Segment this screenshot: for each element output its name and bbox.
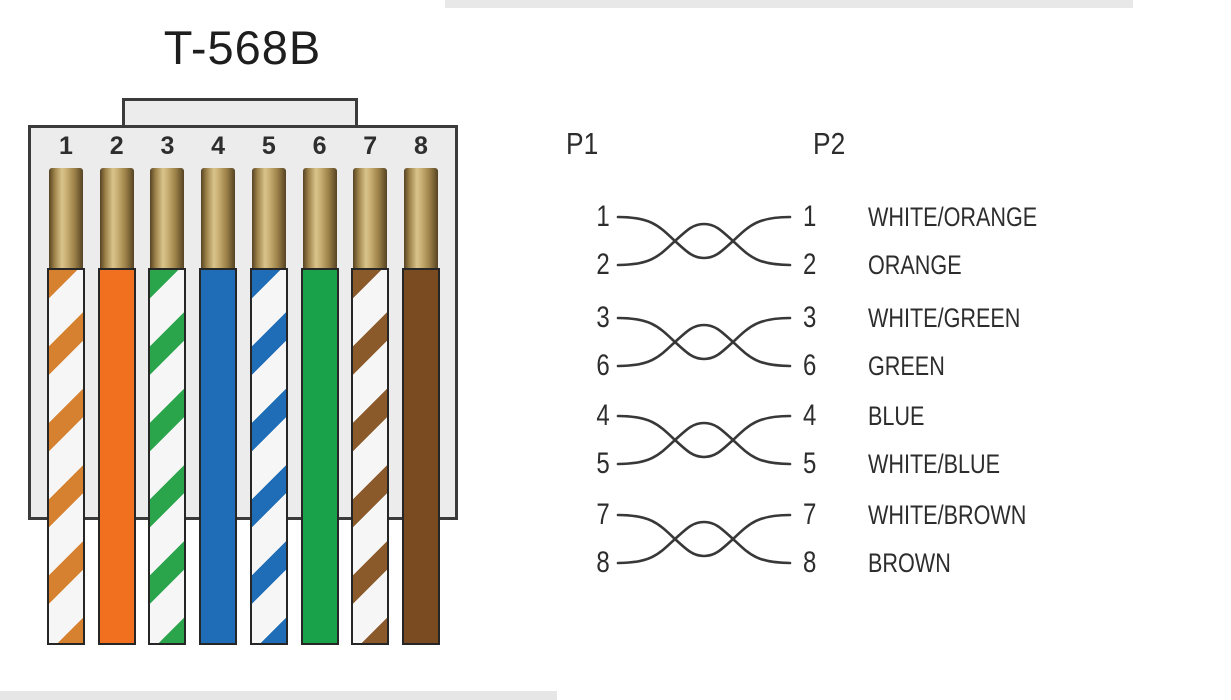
pin-wire xyxy=(249,268,288,645)
p1-header-label: P1 xyxy=(566,126,599,161)
p1-header: P1 xyxy=(566,126,604,162)
pin-wire xyxy=(199,268,238,645)
wire-color-label: BLUE xyxy=(868,401,925,431)
pin-gold-contact-icon xyxy=(49,168,83,272)
p1-pin-number: 4 xyxy=(596,399,610,432)
twisted-pair-row: 7 8 7 8 WHITE/BROWN BROWN xyxy=(560,489,1231,589)
connector-pin: 2 xyxy=(97,130,136,646)
pin-number-label: 8 xyxy=(414,132,428,160)
p2-pin-number: 6 xyxy=(803,349,817,382)
p1-pin-number: 6 xyxy=(596,349,610,382)
p1-pin-number: 5 xyxy=(596,447,610,480)
connector-pin: 1 xyxy=(47,130,85,646)
wire-color-label: WHITE/BLUE xyxy=(868,449,1001,479)
p2-pin-number: 1 xyxy=(803,200,817,233)
pin-gold-contact-icon xyxy=(99,168,134,272)
pin-wire xyxy=(148,268,187,645)
p1-pin-number: 1 xyxy=(596,200,610,233)
twisted-pair-row: 1 2 1 2 WHITE/ORANGE ORANGE xyxy=(560,191,1231,291)
pin-gold-contact-icon xyxy=(201,168,236,272)
p1-pin-number: 2 xyxy=(596,248,610,281)
wire-color-label: WHITE/GREEN xyxy=(868,303,1021,333)
twisted-pair-icon xyxy=(616,316,792,368)
pin-gold-contact-icon xyxy=(150,168,185,272)
pin-number-label: 2 xyxy=(109,132,124,160)
pin-wire xyxy=(351,268,390,645)
p2-pin-number: 7 xyxy=(803,498,817,531)
wire-color-label: BROWN xyxy=(868,548,951,578)
pin-number-label: 5 xyxy=(261,132,276,160)
diagram-title: T-568B xyxy=(163,21,322,74)
pin-wire xyxy=(300,268,339,645)
connector-pin: 4 xyxy=(199,130,238,646)
wire-color-label: GREEN xyxy=(868,351,945,381)
p2-header: P2 xyxy=(813,126,851,162)
p2-header-label: P2 xyxy=(813,126,846,161)
pin-number-label: 1 xyxy=(59,132,73,160)
connector-pin: 8 xyxy=(401,130,440,646)
wire-color-label: ORANGE xyxy=(868,250,962,280)
p2-pin-number: 3 xyxy=(803,301,817,334)
pin-gold-contact-icon xyxy=(403,168,438,272)
pin-gold-contact-icon xyxy=(353,168,388,272)
p1-pin-number: 8 xyxy=(596,546,610,579)
p2-pin-number: 5 xyxy=(803,447,817,480)
connector-body xyxy=(28,125,458,520)
p2-pin-number: 8 xyxy=(803,546,817,579)
twisted-pair-row: 3 6 3 6 WHITE/GREEN GREEN xyxy=(560,292,1231,392)
wire-color-label: WHITE/BROWN xyxy=(868,500,1027,530)
bottom-gray-band xyxy=(0,691,557,700)
pin-number-label: 7 xyxy=(363,132,378,160)
p1-pin-number: 7 xyxy=(596,498,610,531)
pin-wire xyxy=(47,268,85,645)
pin-number-label: 4 xyxy=(211,132,226,160)
twisted-pair-icon xyxy=(616,414,792,466)
twisted-pair-row: 4 5 4 5 BLUE WHITE/BLUE xyxy=(560,390,1231,490)
twisted-pair-icon xyxy=(616,513,792,565)
connector-pin: 5 xyxy=(249,130,288,646)
connector-pin: 3 xyxy=(148,130,187,646)
p1-pin-number: 3 xyxy=(596,301,610,334)
twisted-pair-icon xyxy=(616,215,792,267)
connector-pin: 7 xyxy=(351,130,390,646)
pin-number-label: 3 xyxy=(160,132,175,160)
wire-color-label: WHITE/ORANGE xyxy=(868,202,1038,232)
p2-pin-number: 2 xyxy=(803,248,817,281)
p2-pin-number: 4 xyxy=(803,399,817,432)
pin-wire xyxy=(401,268,440,645)
pin-gold-contact-icon xyxy=(302,168,337,272)
pin-number-label: 6 xyxy=(312,132,327,160)
pin-wire xyxy=(97,268,136,645)
connector-pin: 6 xyxy=(300,130,339,646)
top-gray-band xyxy=(445,0,1133,8)
pin-gold-contact-icon xyxy=(251,168,286,272)
